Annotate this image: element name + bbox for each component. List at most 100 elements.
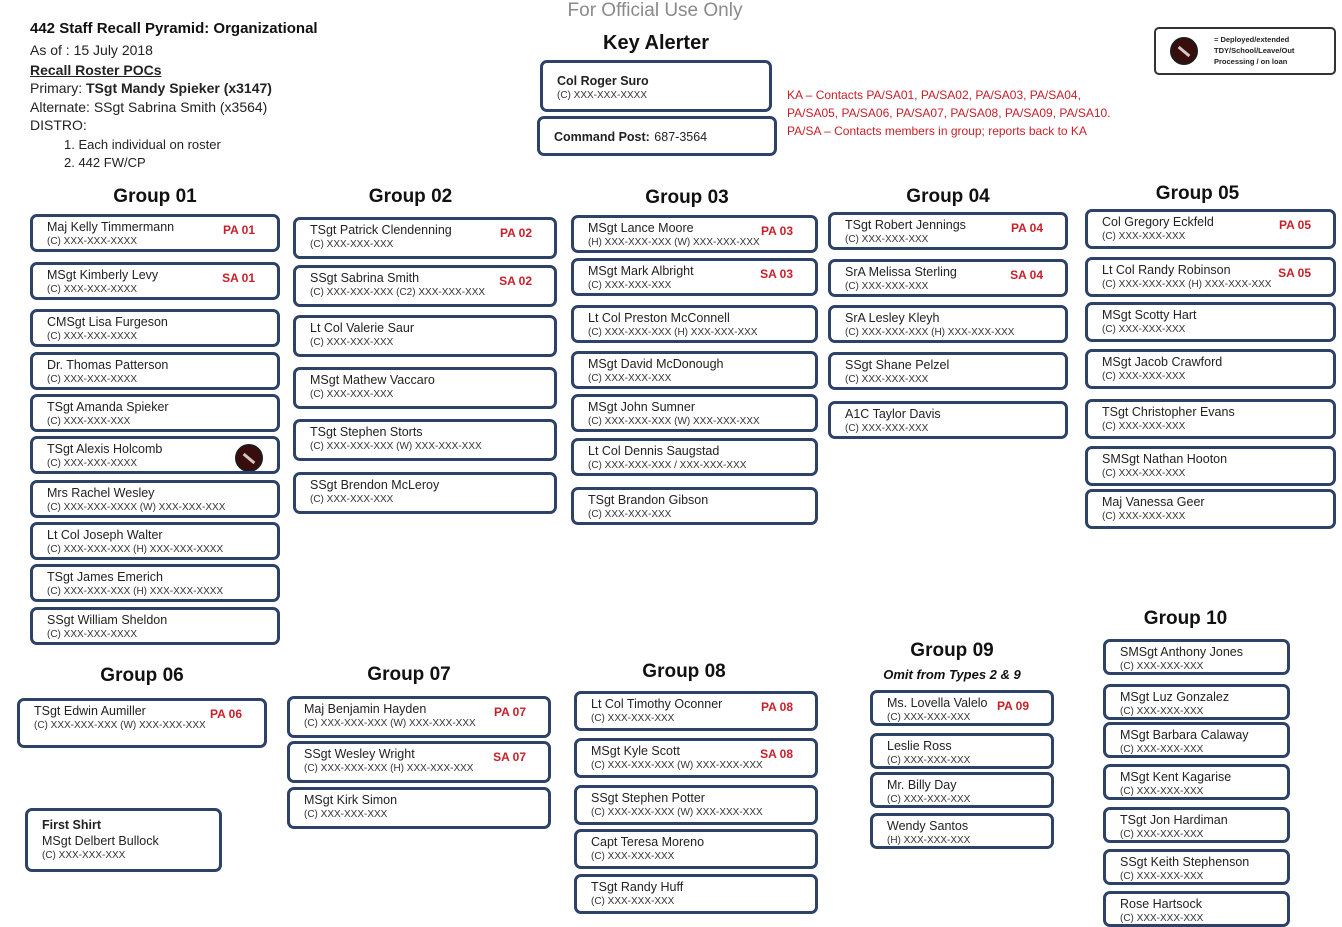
member-phone: (C) XXX-XXX-XXXX bbox=[47, 374, 138, 385]
member-phone: (C) XXX-XXX-XXX bbox=[1102, 468, 1186, 479]
member-role-tag: SA 04 bbox=[1010, 268, 1043, 282]
member-name: Leslie Ross bbox=[887, 739, 952, 753]
first-shirt-label: First Shirt bbox=[42, 818, 102, 832]
ka-note-line-2: PA/SA05, PA/SA06, PA/SA07, PA/SA08, PA/S… bbox=[787, 106, 1111, 120]
member-box: SMSgt Nathan Hooton (C) XXX-XXX-XXX bbox=[1085, 446, 1336, 486]
member-name: MSgt Mark Albright bbox=[588, 264, 694, 278]
member-name: Wendy Santos bbox=[887, 819, 969, 833]
member-phone: (C) XXX-XXX-XXX (H) XXX-XXX-XXXX bbox=[47, 586, 224, 597]
member-phone: (C) XXX-XXX-XXX (H) XXX-XXX-XXX bbox=[845, 327, 1015, 338]
member-phone: (C) XXX-XXX-XXX (H) XXX-XXX-XXX bbox=[1102, 279, 1272, 290]
member-name: MSgt Kent Kagarise bbox=[1120, 770, 1232, 784]
key-alerter-name: Col Roger Suro bbox=[557, 74, 649, 88]
member-name: SrA Lesley Kleyh bbox=[845, 311, 940, 325]
member-role-tag: PA 08 bbox=[760, 700, 793, 714]
member-box: MSgt David McDonough(C) XXX-XXX-XXX bbox=[571, 351, 818, 389]
member-box: Lt Col Dennis Saugstad(C) XXX-XXX-XXX / … bbox=[571, 438, 818, 476]
member-name: SSgt Stephen Potter bbox=[591, 791, 705, 805]
member-name: Lt Col Timothy Oconner bbox=[591, 697, 723, 711]
member-phone: (C) XXX-XXX-XXX / XXX-XXX-XXX bbox=[588, 460, 747, 471]
member-phone: (C) XXX-XXX-XXX bbox=[887, 755, 971, 766]
member-phone: (C) XXX-XXX-XXX bbox=[1120, 706, 1204, 717]
group-title: Group 06 bbox=[100, 665, 184, 686]
member-phone: (C) XXX-XXX-XXX (W) XXX-XXX-XXX bbox=[310, 441, 482, 452]
deployed-legend: = Deployed/extended TDY/School/Leave/Out… bbox=[1154, 27, 1336, 75]
member-box: SSgt Shane Pelzel(C) XXX-XXX-XXX bbox=[828, 352, 1068, 390]
member-phone: (C) XXX-XXX-XXX bbox=[1120, 829, 1204, 840]
first-shirt-name: MSgt Delbert Bullock bbox=[42, 834, 159, 848]
member-phone: (C) XXX-XXX-XXX bbox=[1120, 786, 1204, 797]
legend-text: = Deployed/extended TDY/School/Leave/Out… bbox=[1214, 35, 1295, 66]
member-phone: (H) XXX-XXX-XXX (W) XXX-XXX-XXX bbox=[588, 237, 760, 248]
member-box: MSgt Mathew Vaccaro(C) XXX-XXX-XXX bbox=[293, 367, 557, 409]
member-phone: (C) XXX-XXX-XXXX bbox=[47, 458, 138, 469]
member-role-tag: SA 03 bbox=[760, 267, 793, 281]
deployed-symbol-icon bbox=[1170, 37, 1198, 65]
member-phone: (C) XXX-XXX-XXX bbox=[887, 712, 971, 723]
member-name: TSgt Patrick Clendenning bbox=[310, 223, 452, 237]
member-name: Col Gregory Eckfeld bbox=[1102, 215, 1214, 229]
member-name: TSgt Christopher Evans bbox=[1102, 405, 1235, 419]
member-name: SSgt Wesley Wright bbox=[304, 747, 415, 761]
member-phone: (C) XXX-XXX-XXXX bbox=[47, 331, 138, 342]
member-name: SMSgt Nathan Hooton bbox=[1102, 452, 1228, 466]
member-role-tag: SA 01 bbox=[222, 271, 255, 285]
member-phone: (C) XXX-XXX-XXX (H) XXX-XXX-XXX bbox=[304, 763, 474, 774]
member-name: TSgt Stephen Storts bbox=[310, 425, 423, 439]
member-name: Maj Benjamin Hayden bbox=[304, 702, 427, 716]
member-box: SSgt Stephen Potter (C) XXX-XXX-XXX (W) X… bbox=[574, 785, 818, 825]
member-phone: (C) XXX-XXX-XXX bbox=[588, 509, 672, 520]
member-phone: (C) XXX-XXX-XXXX bbox=[47, 236, 138, 247]
official-use-banner: For Official Use Only bbox=[567, 0, 743, 21]
member-phone: (C) XXX-XXX-XXX bbox=[1102, 324, 1186, 335]
member-box: MSgt Kyle Scott(C) XXX-XXX-XXX (W) XXX-X… bbox=[574, 738, 818, 778]
member-name: TSgt Alexis Holcomb bbox=[47, 442, 163, 456]
member-phone: (C) XXX-XXX-XXX (W) XXX-XXX-XXX bbox=[591, 807, 763, 818]
first-shirt-phone: (C) XXX-XXX-XXX bbox=[42, 850, 126, 861]
member-phone: (C) XXX-XXX-XXX (W) XXX-XXX-XXX bbox=[588, 416, 760, 427]
member-role-tag: PA 09 bbox=[996, 699, 1029, 713]
member-name: MSgt Barbara Calaway bbox=[1120, 728, 1249, 742]
member-name: Mr. Billy Day bbox=[887, 778, 957, 792]
member-phone: (C) XXX-XXX-XXX bbox=[591, 851, 675, 862]
member-name: SSgt William Sheldon bbox=[47, 613, 168, 627]
member-box: TSgt Stephen Storts (C) XXX-XXX-XXX (W) X… bbox=[293, 419, 557, 461]
distro-list: 1. Each individual on roster 2. 442 FW/C… bbox=[64, 136, 221, 172]
member-name: TSgt Jon Hardiman bbox=[1120, 813, 1228, 827]
member-box: Lt Col Valerie Saur(C) XXX-XXX-XXX bbox=[293, 315, 557, 357]
member-phone: (C) XXX-XXX-XXX bbox=[1102, 371, 1186, 382]
member-role-tag: PA 03 bbox=[760, 224, 793, 238]
member-box: MSgt Barbara Calaway (C) XXX-XXX-XXX bbox=[1103, 722, 1290, 758]
group-title: Group 01 bbox=[113, 186, 197, 207]
member-box: TSgt Amanda Spieker(C) XXX-XXX-XXX bbox=[30, 394, 280, 432]
member-box: MSgt Kent Kagarise (C) XXX-XXX-XXX bbox=[1103, 764, 1290, 800]
member-box: TSgt Edwin Aumiller(C) XXX-XXX-XXX (W) X… bbox=[17, 698, 267, 748]
member-name: TSgt Amanda Spieker bbox=[47, 400, 169, 414]
member-box: A1C Taylor Davis(C) XXX-XXX-XXX bbox=[828, 401, 1068, 439]
member-box: SSgt William Sheldon(C) XXX-XXX-XXXX bbox=[30, 607, 280, 645]
member-role-tag: SA 02 bbox=[499, 274, 532, 288]
member-phone: (H) XXX-XXX-XXX bbox=[887, 835, 971, 846]
member-box: SMSgt Anthony Jones(C) XXX-XXX-XXX bbox=[1103, 639, 1290, 675]
alternate-poc: Alternate: SSgt Sabrina Smith (x3564) bbox=[30, 99, 268, 115]
member-phone: (C) XXX-XXX-XXX bbox=[1120, 744, 1204, 755]
member-box: MSgt Scotty Hart(C) XXX-XXX-XXX bbox=[1085, 302, 1336, 342]
member-box: TSgt Alexis Holcomb (C) XXX-XXX-XXXX bbox=[30, 436, 280, 474]
key-alerter-phone: (C) XXX-XXX-XXXX bbox=[557, 90, 648, 101]
member-name: TSgt Robert Jennings bbox=[845, 218, 966, 232]
member-phone: (C) XXX-XXX-XXX bbox=[304, 809, 388, 820]
member-phone: (C) XXX-XXX-XXX bbox=[588, 373, 672, 384]
member-role-tag: PA 05 bbox=[1278, 218, 1311, 232]
command-post-box: Command Post: 687-3564 bbox=[537, 116, 777, 156]
deployed-symbol-icon bbox=[235, 444, 263, 471]
member-name: SMSgt Anthony Jones bbox=[1120, 645, 1243, 659]
member-box: Maj Benjamin Hayden(C) XXX-XXX-XXX (W) X… bbox=[287, 696, 551, 738]
member-box: MSgt John Sumner(C) XXX-XXX-XXX (W) XXX-… bbox=[571, 394, 818, 432]
primary-name: TSgt Mandy Spieker (x3147) bbox=[86, 80, 272, 96]
member-role-tag: SA 08 bbox=[760, 747, 793, 761]
command-post-phone: 687-3564 bbox=[654, 130, 708, 144]
